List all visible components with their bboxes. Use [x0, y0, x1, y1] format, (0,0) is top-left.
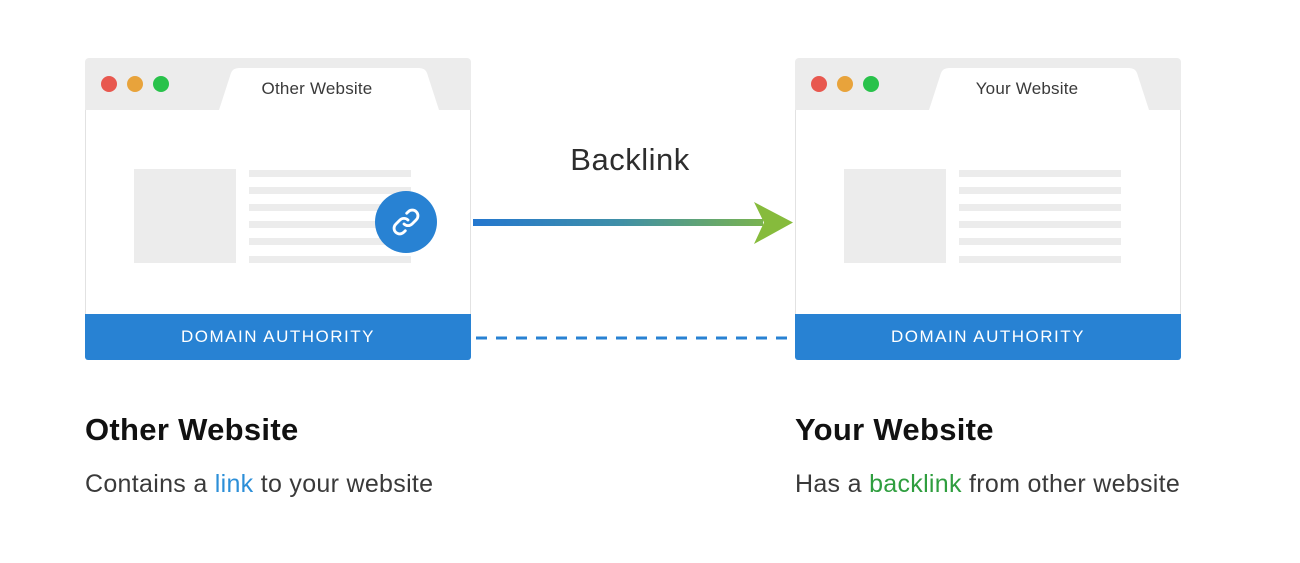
text-line-placeholder: [249, 256, 411, 263]
domain-authority-bar: DOMAIN AUTHORITY: [795, 314, 1181, 360]
backlink-label: Backlink: [570, 142, 690, 177]
text-line-placeholder: [959, 204, 1121, 211]
text-line-placeholder: [959, 170, 1121, 177]
browser-tab: [219, 68, 439, 110]
your-website-window: Your Website DOMAIN AUTHORITY: [795, 58, 1181, 360]
text-line-placeholder: [249, 204, 411, 211]
browser-tab: [929, 68, 1149, 110]
minimize-dot-icon: [837, 76, 853, 92]
other-website-heading: Other Website: [85, 412, 299, 447]
your-website-heading: Your Website: [795, 412, 994, 447]
text-line-placeholder: [249, 221, 411, 228]
other-website-window: Other Website DOMAIN AUTHORITY: [85, 58, 471, 360]
text-line-placeholder: [959, 221, 1121, 228]
minimize-dot-icon: [127, 76, 143, 92]
image-placeholder: [134, 169, 236, 263]
link-highlight: link: [214, 470, 254, 498]
description-text: to your website: [253, 470, 434, 498]
other-website-description: Contains a link to your website: [85, 470, 433, 499]
text-line-placeholder: [959, 187, 1121, 194]
text-line-placeholder: [249, 170, 411, 177]
image-placeholder: [844, 169, 946, 263]
backlink-arrow: [473, 202, 793, 244]
text-line-placeholder: [249, 238, 411, 245]
tab-title: Your Website: [975, 79, 1079, 98]
text-line-placeholder: [959, 238, 1121, 245]
your-website-description: Has a backlink from other website: [795, 470, 1180, 499]
link-badge: [375, 191, 437, 253]
close-dot-icon: [811, 76, 827, 92]
chain-link-icon: [392, 208, 420, 236]
browser-chrome: Other Website: [85, 58, 471, 110]
description-text: Has a: [795, 470, 870, 498]
domain-authority-bar: DOMAIN AUTHORITY: [85, 314, 471, 360]
description-text: from other website: [961, 470, 1181, 498]
text-line-placeholder: [959, 256, 1121, 263]
maximize-dot-icon: [863, 76, 879, 92]
page-content: [795, 110, 1181, 314]
description-text: Contains a: [85, 470, 215, 498]
backlink-highlight: backlink: [869, 470, 962, 498]
close-dot-icon: [101, 76, 117, 92]
text-line-placeholder: [249, 187, 411, 194]
browser-chrome: Your Website: [795, 58, 1181, 110]
maximize-dot-icon: [153, 76, 169, 92]
tab-title: Other Website: [261, 79, 373, 98]
